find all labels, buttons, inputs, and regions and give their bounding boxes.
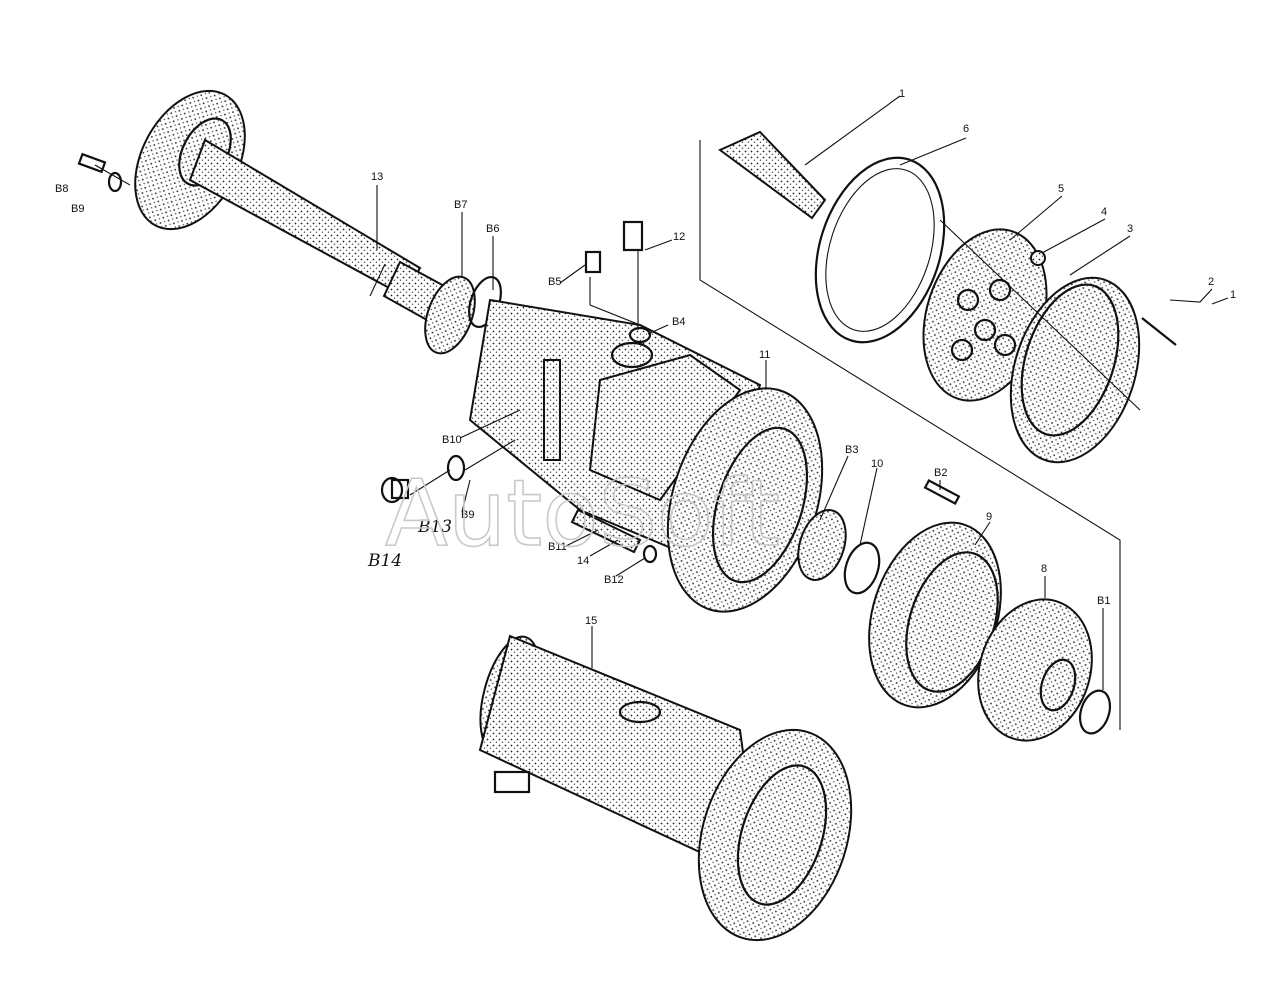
label-2: 2 xyxy=(1208,276,1214,288)
washer-b9-lower xyxy=(446,454,466,482)
label-13: 13 xyxy=(371,171,383,183)
pin-b2 xyxy=(923,478,961,506)
brake-housing-3 xyxy=(1009,276,1141,464)
part-4 xyxy=(1030,250,1046,266)
label-3: 3 xyxy=(1127,223,1133,235)
nut-b12 xyxy=(642,544,658,564)
pin-2 xyxy=(1141,317,1177,346)
part-labels: 1 6 5 4 3 2 1 13 B7 B6 12 B5 B4 11 B8 B9… xyxy=(55,88,1236,627)
label-5: 5 xyxy=(1058,183,1064,195)
pinion-shaft xyxy=(718,130,827,220)
label-9: 9 xyxy=(986,511,992,523)
watermark-text: AutoSoft xyxy=(385,460,780,567)
label-b1: B1 xyxy=(1097,595,1110,607)
axle-shaft-13 xyxy=(134,89,472,336)
label-b12: B12 xyxy=(604,574,624,586)
label-b9-lower: B9 xyxy=(461,509,474,521)
plug-b14 xyxy=(380,476,410,504)
planet-carrier-8 xyxy=(977,598,1093,742)
washer-b4 xyxy=(628,326,652,344)
gasket-6 xyxy=(814,156,946,344)
circlip-b1 xyxy=(1078,689,1112,735)
housing-11 xyxy=(468,298,824,613)
seal-b3 xyxy=(797,509,847,581)
nut-10 xyxy=(843,541,881,595)
label-b4: B4 xyxy=(672,316,685,328)
label-12: 12 xyxy=(673,231,685,243)
bolt-b10 xyxy=(543,359,561,461)
label-b3: B3 xyxy=(845,444,858,456)
label-b2: B2 xyxy=(934,467,947,479)
label-6: 6 xyxy=(963,123,969,135)
axle-housing-15 xyxy=(478,634,853,942)
label-11: 11 xyxy=(759,349,770,361)
label-b7: B7 xyxy=(454,199,467,211)
label-b5: B5 xyxy=(548,276,561,288)
label-b9-top: B9 xyxy=(71,203,84,215)
breather-b5 xyxy=(584,250,602,274)
label-b10: B10 xyxy=(442,434,462,446)
label-1-right: 1 xyxy=(1230,289,1236,301)
label-14: 14 xyxy=(577,555,589,567)
label-b14: B14 xyxy=(367,551,402,571)
label-4: 4 xyxy=(1101,206,1107,218)
leader-lines xyxy=(376,95,1229,690)
assembly-lines xyxy=(94,140,1141,730)
washer-b9-top xyxy=(107,171,123,193)
label-8: 8 xyxy=(1041,563,1047,575)
bolt-14 xyxy=(570,508,642,554)
bolt-b8 xyxy=(77,152,107,174)
plug-12 xyxy=(622,220,644,252)
label-b11: B11 xyxy=(548,541,567,553)
label-b8: B8 xyxy=(55,183,68,195)
label-10: 10 xyxy=(871,458,883,470)
label-1: 1 xyxy=(899,88,905,100)
label-b13: B13 xyxy=(417,517,452,537)
label-15: 15 xyxy=(585,615,597,627)
label-b6: B6 xyxy=(486,223,499,235)
